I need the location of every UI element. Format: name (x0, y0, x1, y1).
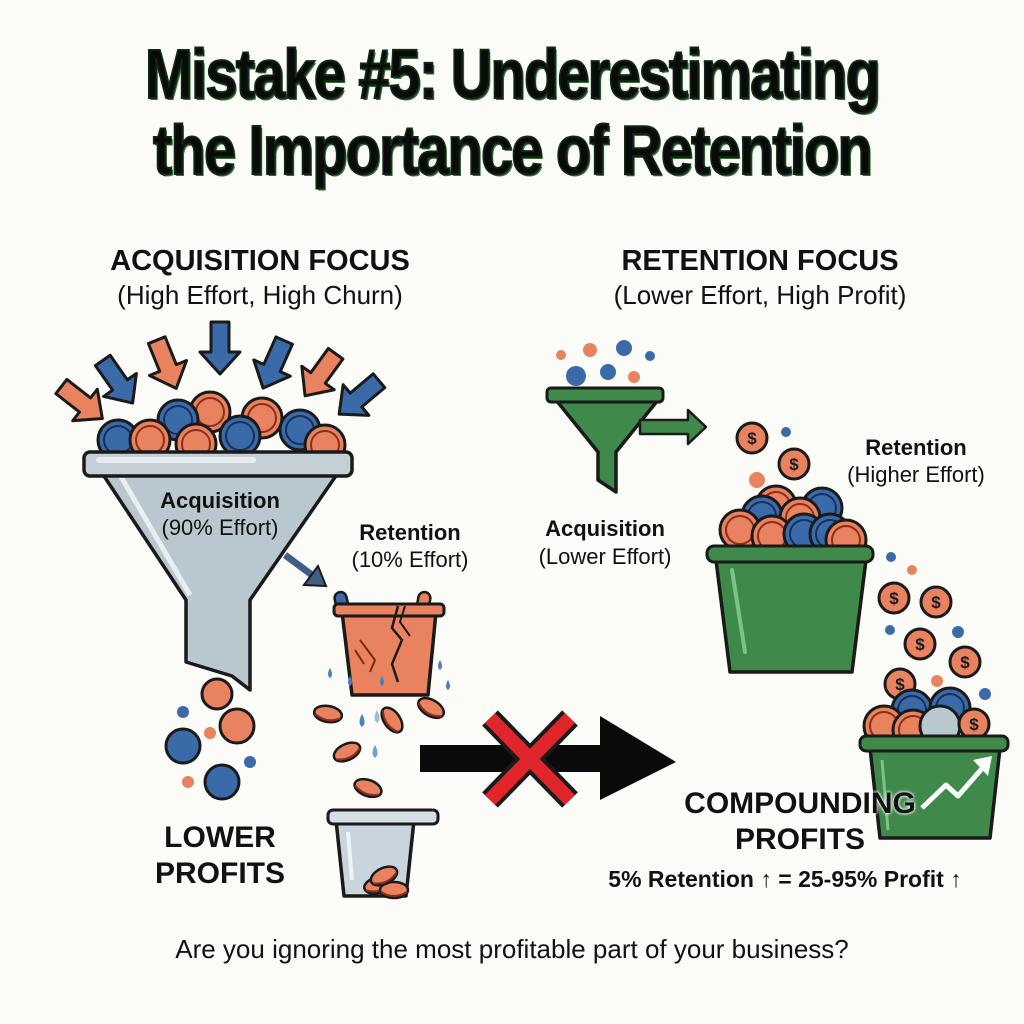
trend-up-arrow-icon (920, 756, 992, 810)
acquisition-funnel-gray (82, 450, 354, 692)
left-bucket-effort: (10% Effort) (351, 547, 469, 572)
title-line-1: Mistake #5: Underestimating (144, 35, 881, 113)
empty-profit-cup (326, 808, 440, 900)
crossed-arrow-icon (420, 710, 676, 808)
right-funnel-label: Acquisition (545, 516, 665, 541)
right-bucket-label: Retention (865, 435, 967, 460)
right-bucket-effort: (Higher Effort) (847, 462, 985, 487)
retention-focus-heading: RETENTION FOCUS (621, 245, 899, 277)
acquisition-funnel-green (545, 340, 708, 494)
right-funnel-effort: (Lower Effort) (538, 544, 672, 569)
title-line-2: the Importance of Retention (152, 111, 873, 189)
broken-retention-bucket (332, 590, 446, 697)
acquisition-focus-subheading: (High Effort, High Churn) (117, 280, 403, 310)
left-funnel-effort: (90% Effort) (161, 515, 279, 540)
leaking-drops (311, 660, 450, 802)
spilled-coins-left (164, 677, 256, 801)
left-funnel-label: Acquisition (160, 488, 280, 513)
acquisition-focus-heading: ACQUISITION FOCUS (110, 245, 410, 277)
left-bucket-label: Retention (359, 520, 461, 545)
lower-profits-label: LOWER PROFITS (154, 821, 285, 890)
retention-focus-subheading: (Lower Effort, High Profit) (613, 280, 907, 310)
retention-profit-formula: 5% Retention ↑ = 25-95% Profit ↑ (608, 866, 962, 892)
dollar-coins-cascade (877, 552, 991, 701)
compounding-profits-label: COMPOUNDING PROFITS (684, 787, 916, 856)
dollar-coins-falling-top (735, 421, 811, 488)
compounding-bucket (858, 686, 1010, 840)
funnel-to-bucket-arrow (282, 552, 328, 588)
page-title: Mistake #5: Underestimating the Importan… (92, 35, 932, 189)
footer-question: Are you ignoring the most profitable par… (175, 934, 849, 964)
retention-bucket-full (705, 484, 875, 674)
